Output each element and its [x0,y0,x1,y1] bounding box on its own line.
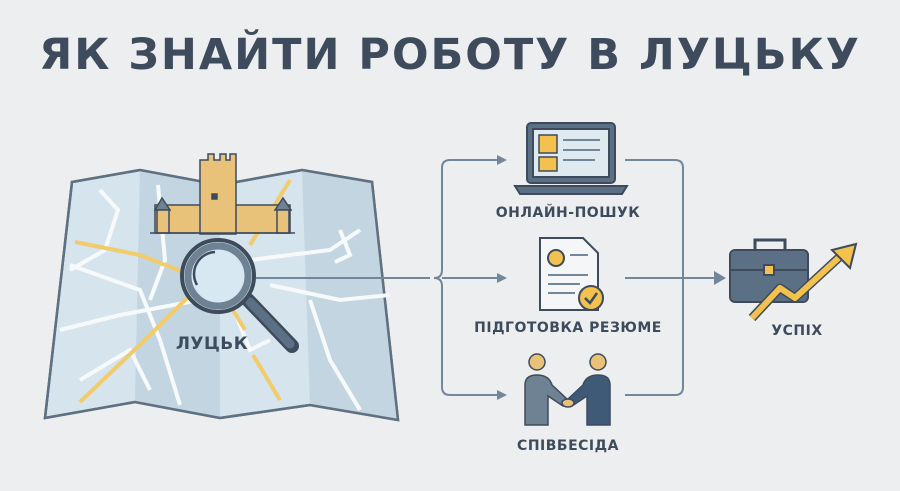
handshake-icon [524,353,611,426]
castle-icon [150,153,295,235]
result-label: УСПІХ [771,323,823,339]
laptop-icon [513,122,629,195]
magnifier-icon [180,238,299,353]
arrowheads [497,155,726,400]
step-label-resume: ПІДГОТОВКА РЕЗЮМЕ [474,320,662,336]
city-label: ЛУЦЬК [175,334,249,354]
step-label-interview: СПІВБЕСІДА [517,438,619,454]
page-title: ЯК ЗНАЙТИ РОБОТУ В ЛУЦЬКУ [39,30,861,80]
resume-icon [539,237,604,311]
flow-lines [256,159,722,396]
step-label-online-search: ОНЛАЙН-ПОШУК [495,205,641,221]
briefcase-growth-icon [729,238,858,322]
